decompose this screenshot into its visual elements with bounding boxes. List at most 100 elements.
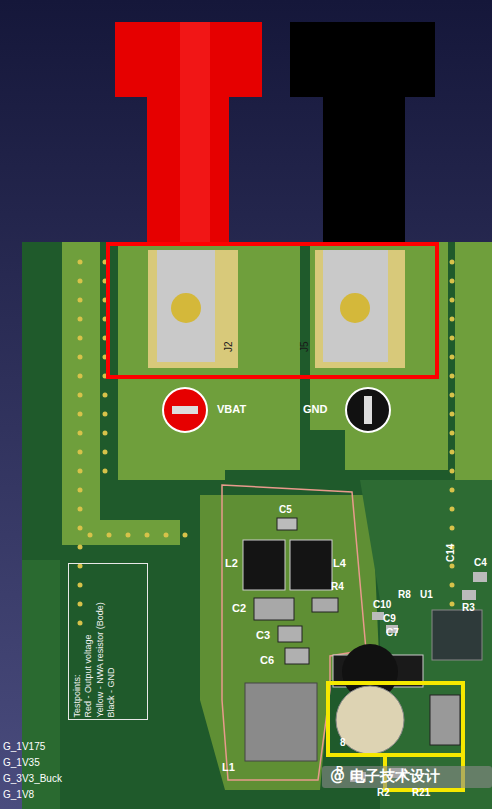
part-label: U1	[420, 590, 433, 600]
capacitor	[285, 648, 309, 664]
via	[450, 412, 455, 417]
net-label: G_1V8	[3, 790, 34, 800]
via	[450, 526, 455, 531]
part-label: J5	[300, 341, 310, 352]
via	[78, 374, 83, 379]
part-label: C14	[446, 544, 456, 562]
part-label: R4	[331, 582, 344, 592]
part-label: C10	[373, 600, 391, 610]
net-label: G_3V3_Buck	[3, 774, 62, 784]
vbat-symbol	[163, 388, 207, 432]
resistor	[462, 590, 476, 600]
minus-bar	[172, 406, 198, 414]
resistor	[312, 598, 338, 612]
part-label: C7	[386, 628, 399, 638]
note-heading: Testpoints:	[71, 566, 82, 717]
via	[126, 533, 131, 538]
gnd-bar	[364, 396, 372, 424]
via	[450, 260, 455, 265]
note-line: Yellow - NWA resistor (Bode)	[94, 566, 105, 717]
part-label: GND	[303, 404, 327, 415]
note-text-block: Testpoints:Red - Output voltageYellow - …	[68, 563, 148, 720]
via	[78, 450, 83, 455]
note-box: Testpoints:Red - Output voltageYellow - …	[68, 563, 148, 720]
via	[78, 260, 83, 265]
via	[450, 488, 455, 493]
via	[103, 431, 108, 436]
via	[88, 533, 93, 538]
via	[450, 602, 455, 607]
via	[78, 355, 83, 360]
note-line: Black - GND	[105, 566, 116, 717]
watermark: @ 电子技术设计	[330, 769, 440, 784]
via	[78, 279, 83, 284]
part-label: C9	[383, 614, 396, 624]
highlight-box	[108, 244, 437, 377]
via	[78, 412, 83, 417]
via	[78, 564, 83, 569]
via	[450, 317, 455, 322]
inductor	[243, 540, 285, 590]
via	[78, 602, 83, 607]
via	[450, 374, 455, 379]
via	[78, 298, 83, 303]
via	[450, 583, 455, 588]
via	[78, 393, 83, 398]
watermark-ground	[322, 766, 492, 788]
via	[107, 533, 112, 538]
part-label: R21	[412, 788, 430, 798]
via	[78, 507, 83, 512]
via	[78, 336, 83, 341]
via	[183, 533, 188, 538]
via	[78, 526, 83, 531]
copper-pour	[310, 242, 448, 470]
via	[450, 279, 455, 284]
via	[103, 469, 108, 474]
via	[450, 507, 455, 512]
component	[430, 695, 460, 745]
part-label: C6	[260, 655, 274, 666]
via	[103, 412, 108, 417]
net-label: G_1V35	[3, 758, 40, 768]
pcb-board	[22, 242, 492, 809]
via	[78, 317, 83, 322]
via	[164, 533, 169, 538]
via	[103, 450, 108, 455]
part-label: J2	[224, 341, 234, 352]
part-label: R2	[377, 788, 390, 798]
capacitor	[473, 572, 487, 582]
via	[145, 533, 150, 538]
via	[78, 488, 83, 493]
highlight-box	[328, 683, 463, 755]
gnd-symbol	[346, 388, 390, 432]
part-label: C4	[474, 558, 487, 568]
via	[450, 469, 455, 474]
part-label: C2	[232, 603, 246, 614]
black-probe-shaft	[323, 95, 405, 245]
via	[78, 431, 83, 436]
capacitor	[372, 612, 384, 620]
part-label: R3	[462, 603, 475, 613]
copper-pour	[118, 242, 300, 480]
via	[78, 583, 83, 588]
net-label: G_1V175	[3, 742, 45, 752]
note-line: Red - Output voltage	[82, 566, 93, 717]
via	[450, 393, 455, 398]
via	[78, 621, 83, 626]
via	[103, 393, 108, 398]
part-label: C3	[256, 630, 270, 641]
part-label: L1	[222, 762, 235, 773]
pad-hole	[171, 293, 201, 323]
via	[450, 431, 455, 436]
black-probe-head	[290, 22, 435, 97]
via	[78, 545, 83, 550]
part-label: L4	[333, 558, 346, 569]
part-label: C5	[279, 505, 292, 515]
part-label: R8	[398, 590, 411, 600]
via	[450, 336, 455, 341]
inductor	[290, 540, 332, 590]
capacitor	[277, 518, 297, 530]
via	[78, 469, 83, 474]
via	[450, 355, 455, 360]
